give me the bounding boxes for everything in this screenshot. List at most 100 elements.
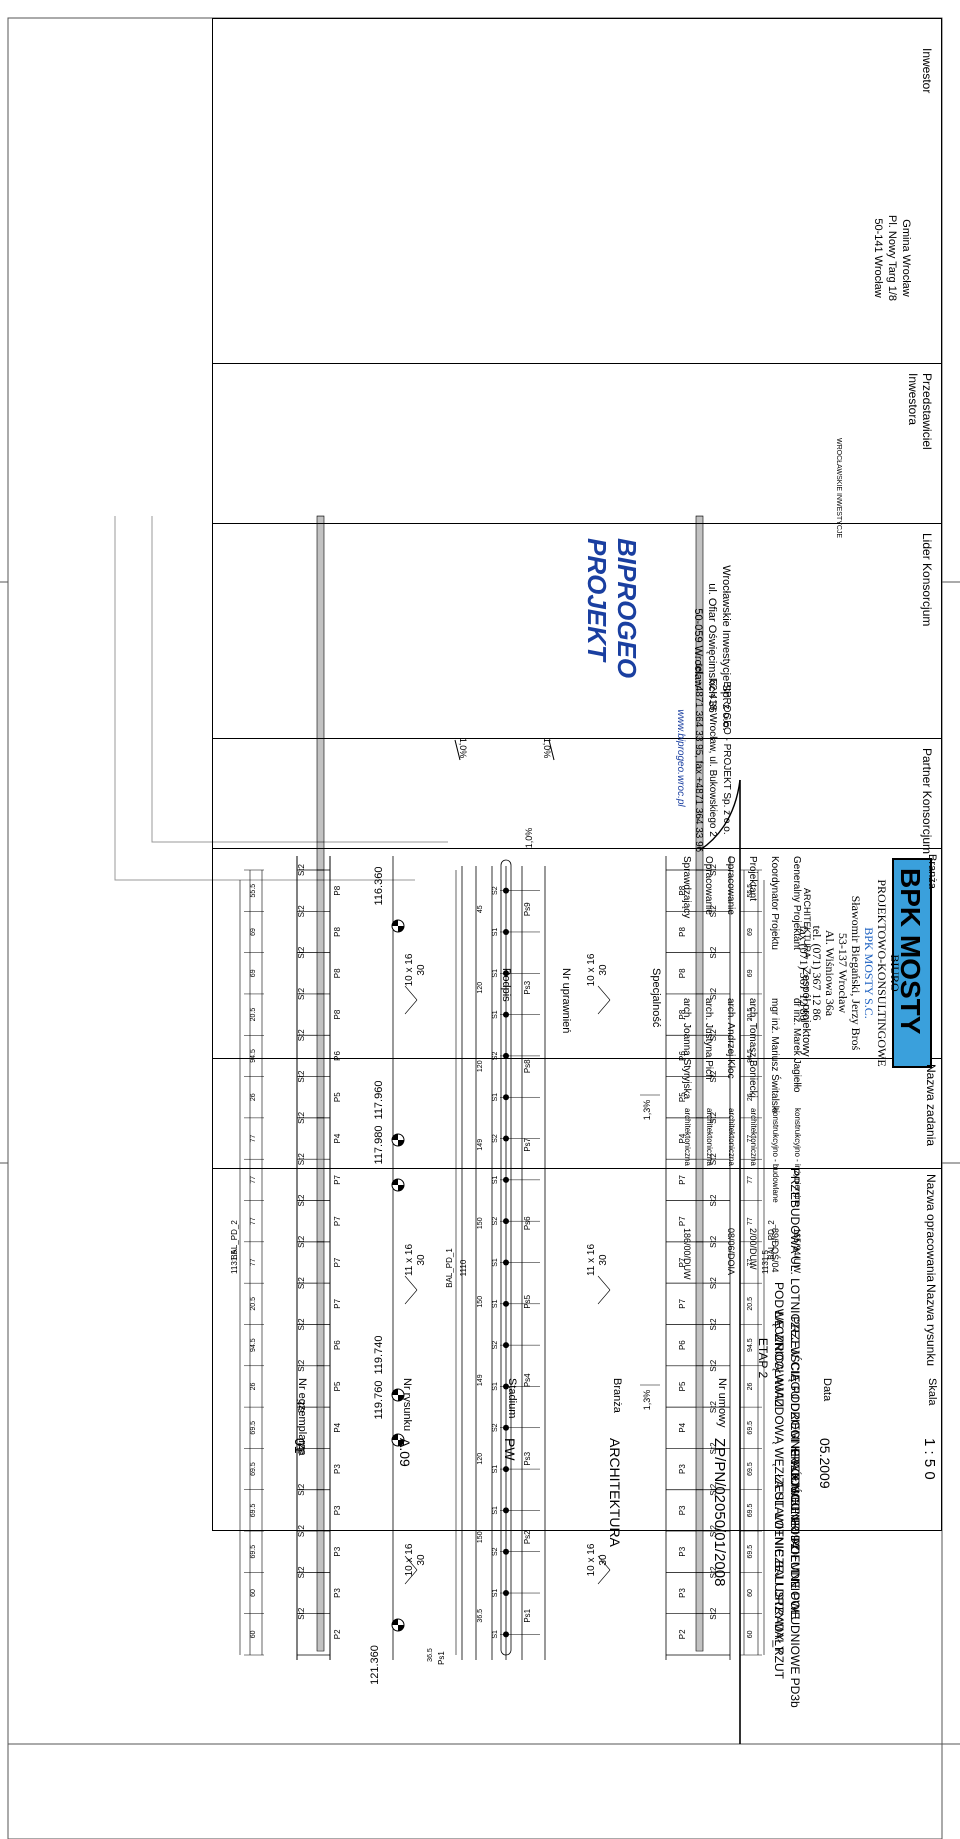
post-label: St2 (297, 1483, 306, 1496)
top-dim: 77 (250, 1135, 257, 1143)
team-spec: architektoniczna (727, 1108, 736, 1166)
task-label: Nazwa zadania (924, 1064, 938, 1147)
post-label: St2 (297, 1566, 306, 1579)
top-dim: 20.5 (250, 1297, 257, 1311)
post-label: St2 (297, 946, 306, 959)
bottom-dim: 26 (747, 1093, 754, 1101)
leader-www: www.biprogeo.wroc.pl (675, 709, 686, 807)
footer-value: 05.2009 (817, 1438, 833, 1489)
post-label: St2 (709, 863, 718, 876)
top-panel-label: P3 (333, 1546, 342, 1556)
team-role: Opracowanie (725, 856, 736, 915)
top-dim: 94.5 (250, 1049, 257, 1063)
top-panel-label: P8 (333, 927, 342, 937)
left-dim: 150 (477, 1296, 484, 1308)
left-dim: 120 (477, 1060, 484, 1072)
post-label: St2 (709, 1359, 718, 1372)
bottom-panel-label: P7 (678, 1257, 687, 1267)
top-panel-label: P2 (333, 1629, 342, 1639)
bottom-dim: 77 (747, 1135, 754, 1143)
support-label: S1 (492, 969, 499, 978)
team-name: arch. Tomasz Boniecki (747, 998, 758, 1098)
task-line: ETAP 2 (756, 1337, 770, 1379)
bottom-dim: 20.5 (747, 1297, 754, 1311)
mid-panel-label: Ps8 (523, 1059, 532, 1073)
elevation-label: 121.360 (369, 1645, 381, 1685)
top-dim: 69 (250, 928, 257, 936)
tb-divider (212, 738, 942, 739)
top-panel-label: P8 (333, 1009, 342, 1019)
left-dim: 120 (477, 982, 484, 994)
bottom-panel-label: P6 (678, 1340, 687, 1350)
post-label: St2 (297, 1442, 306, 1455)
bottom-panel-label: P4 (678, 1133, 687, 1143)
team-spec: konstrukcyjno - budowlane (771, 1108, 780, 1203)
footer-header: Skala (926, 1378, 938, 1406)
support-label: S2 (492, 886, 499, 895)
post-label: St2 (709, 1401, 718, 1414)
partner-logo-text: BPK MOSTY (895, 868, 926, 1035)
support-label: S1 (492, 1589, 499, 1598)
footer-header: Data (821, 1378, 833, 1402)
post-label: St2 (709, 1194, 718, 1207)
partner-label: Partner Konsorcjum (920, 748, 934, 855)
bottom-panel-label: P3 (678, 1588, 687, 1598)
partner-line: Sławomir Biegański, Jerzy Broś (849, 895, 863, 1051)
top-dim: 69.5 (250, 1503, 257, 1517)
tb-divider (212, 1168, 942, 1169)
stairs-note: 30 (416, 964, 427, 976)
team-header: Nr uprawnień (560, 968, 572, 1034)
bottom-panel-label: P7 (678, 1298, 687, 1308)
post-label: St2 (709, 1607, 718, 1620)
stair-arrow (597, 1275, 611, 1291)
mid-panel-label: Ps1 (523, 1608, 532, 1622)
top-panel-label: P4 (333, 1133, 342, 1143)
bottom-panel-label: P8 (678, 968, 687, 978)
left-dim: 149 (477, 1139, 484, 1151)
post-label: St2 (297, 987, 306, 1000)
post-label: St2 (297, 1235, 306, 1248)
stair-arrow (597, 999, 611, 1015)
support-label: S1 (492, 1258, 499, 1267)
elevation-label: 119.740 (373, 1336, 385, 1375)
work-label: Nazwa opracowania (924, 1174, 938, 1283)
footer-value: ARCHITEKTURA (607, 1438, 623, 1547)
bottom-dim: 26 (747, 1382, 754, 1390)
stair-arrow (597, 1289, 611, 1305)
top-panel-label: P3 (333, 1464, 342, 1474)
top-dim: 20.5 (250, 1008, 257, 1022)
bottom-panel-label: P7 (678, 1216, 687, 1226)
support-label: S1 (492, 1630, 499, 1639)
bottom-dim: 77 (747, 1176, 754, 1184)
bottom-dim: 69.5 (747, 1545, 754, 1559)
bottom-dim: 69 (747, 969, 754, 977)
bottom-dim: 77 (747, 1217, 754, 1225)
support-label: S1 (492, 928, 499, 937)
stairs-note: 10 x 16 (404, 953, 415, 986)
drawing-line: PRZEJŚCIE PODZIEMNE POŁUDNIOWE PD3b (788, 1448, 802, 1708)
post-label: St2 (297, 1070, 306, 1083)
top-dim: 69.5 (250, 1545, 257, 1559)
bottom-panel-label: P3 (678, 1464, 687, 1474)
post-label: St2 (709, 1566, 718, 1579)
left-dim: 45 (477, 905, 484, 913)
partner-line: 53-137 Wrocław (836, 932, 850, 1014)
support-label: S2 (492, 1423, 499, 1432)
investor-label: Inwestor (920, 48, 934, 94)
top-panel-label: P5 (333, 1381, 342, 1391)
bottom-panel-label: P5 (678, 1381, 687, 1391)
top-dim: 69.5 (250, 1462, 257, 1476)
stairs-note: 30 (416, 1254, 427, 1266)
stair-arrow (404, 1289, 418, 1305)
branch-label: ARCHITEKTURA (802, 888, 812, 959)
footer-value: 01 (292, 1438, 308, 1454)
left-dim: 150 (477, 1531, 484, 1543)
left-dim: 149 (477, 1374, 484, 1386)
elevation-label: 117.960 (373, 1081, 385, 1120)
footer-header: Branża (611, 1378, 623, 1413)
leader-line: 52-418 Wrocław, ul. Bukowskiego 2 (707, 679, 718, 837)
post-label: St2 (297, 1359, 306, 1372)
partner-line: BPK MOSTY S.C. (862, 927, 876, 1019)
